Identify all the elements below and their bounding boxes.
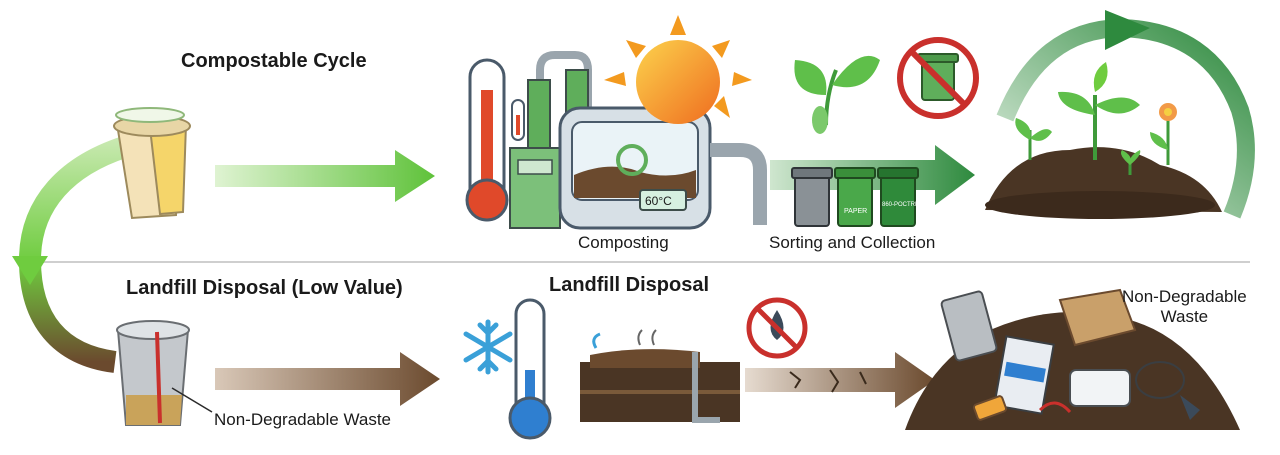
pile-label-line-1: Non-Degradable bbox=[1122, 287, 1247, 306]
brown-arrow-1 bbox=[215, 352, 440, 406]
non-degradable-waste-pile-label: Non-Degradable Waste bbox=[1122, 287, 1247, 327]
bin-label-paper: PAPER bbox=[844, 208, 867, 215]
waste-pile-icon bbox=[905, 288, 1240, 430]
cycle-arc-arrow bbox=[996, 10, 1255, 219]
recycling-bins-icon bbox=[791, 167, 919, 227]
green-arrow-1 bbox=[215, 150, 435, 202]
non-degradable-waste-cup-label: Non-Degradable Waste bbox=[214, 410, 392, 429]
landfill-soil-icon bbox=[580, 329, 740, 423]
cold-thermometer-icon bbox=[508, 298, 552, 440]
no-trash-icon bbox=[897, 37, 979, 119]
bin-label-other: 860-POCTREH bbox=[882, 202, 923, 208]
cracked-ground-icon bbox=[789, 369, 867, 393]
plant-soil-icon bbox=[985, 62, 1222, 219]
no-water-icon bbox=[746, 297, 808, 359]
sprout-icon bbox=[794, 55, 880, 134]
sun-icon bbox=[604, 15, 752, 124]
landfill-low-value-heading: Landfill Disposal (Low Value) bbox=[126, 277, 403, 299]
compostable-cycle-heading: Compostable Cycle bbox=[181, 50, 367, 72]
thermometer-reading: 60°C bbox=[645, 194, 672, 208]
cup-callout-line bbox=[171, 387, 213, 413]
composting-machine-icon bbox=[465, 51, 767, 230]
composting-label: Composting bbox=[578, 233, 669, 252]
snowflake-icon bbox=[463, 319, 513, 375]
compostable-cup-icon bbox=[113, 107, 191, 220]
landfill-disposal-heading: Landfill Disposal bbox=[549, 274, 710, 296]
landfill-cup-icon bbox=[116, 320, 190, 426]
pile-label-line-2: Waste bbox=[1160, 307, 1209, 326]
left-loop-arrow bbox=[12, 129, 153, 373]
brown-arrow-2 bbox=[745, 352, 935, 408]
sorting-collection-label: Sorting and Collection bbox=[769, 233, 936, 252]
